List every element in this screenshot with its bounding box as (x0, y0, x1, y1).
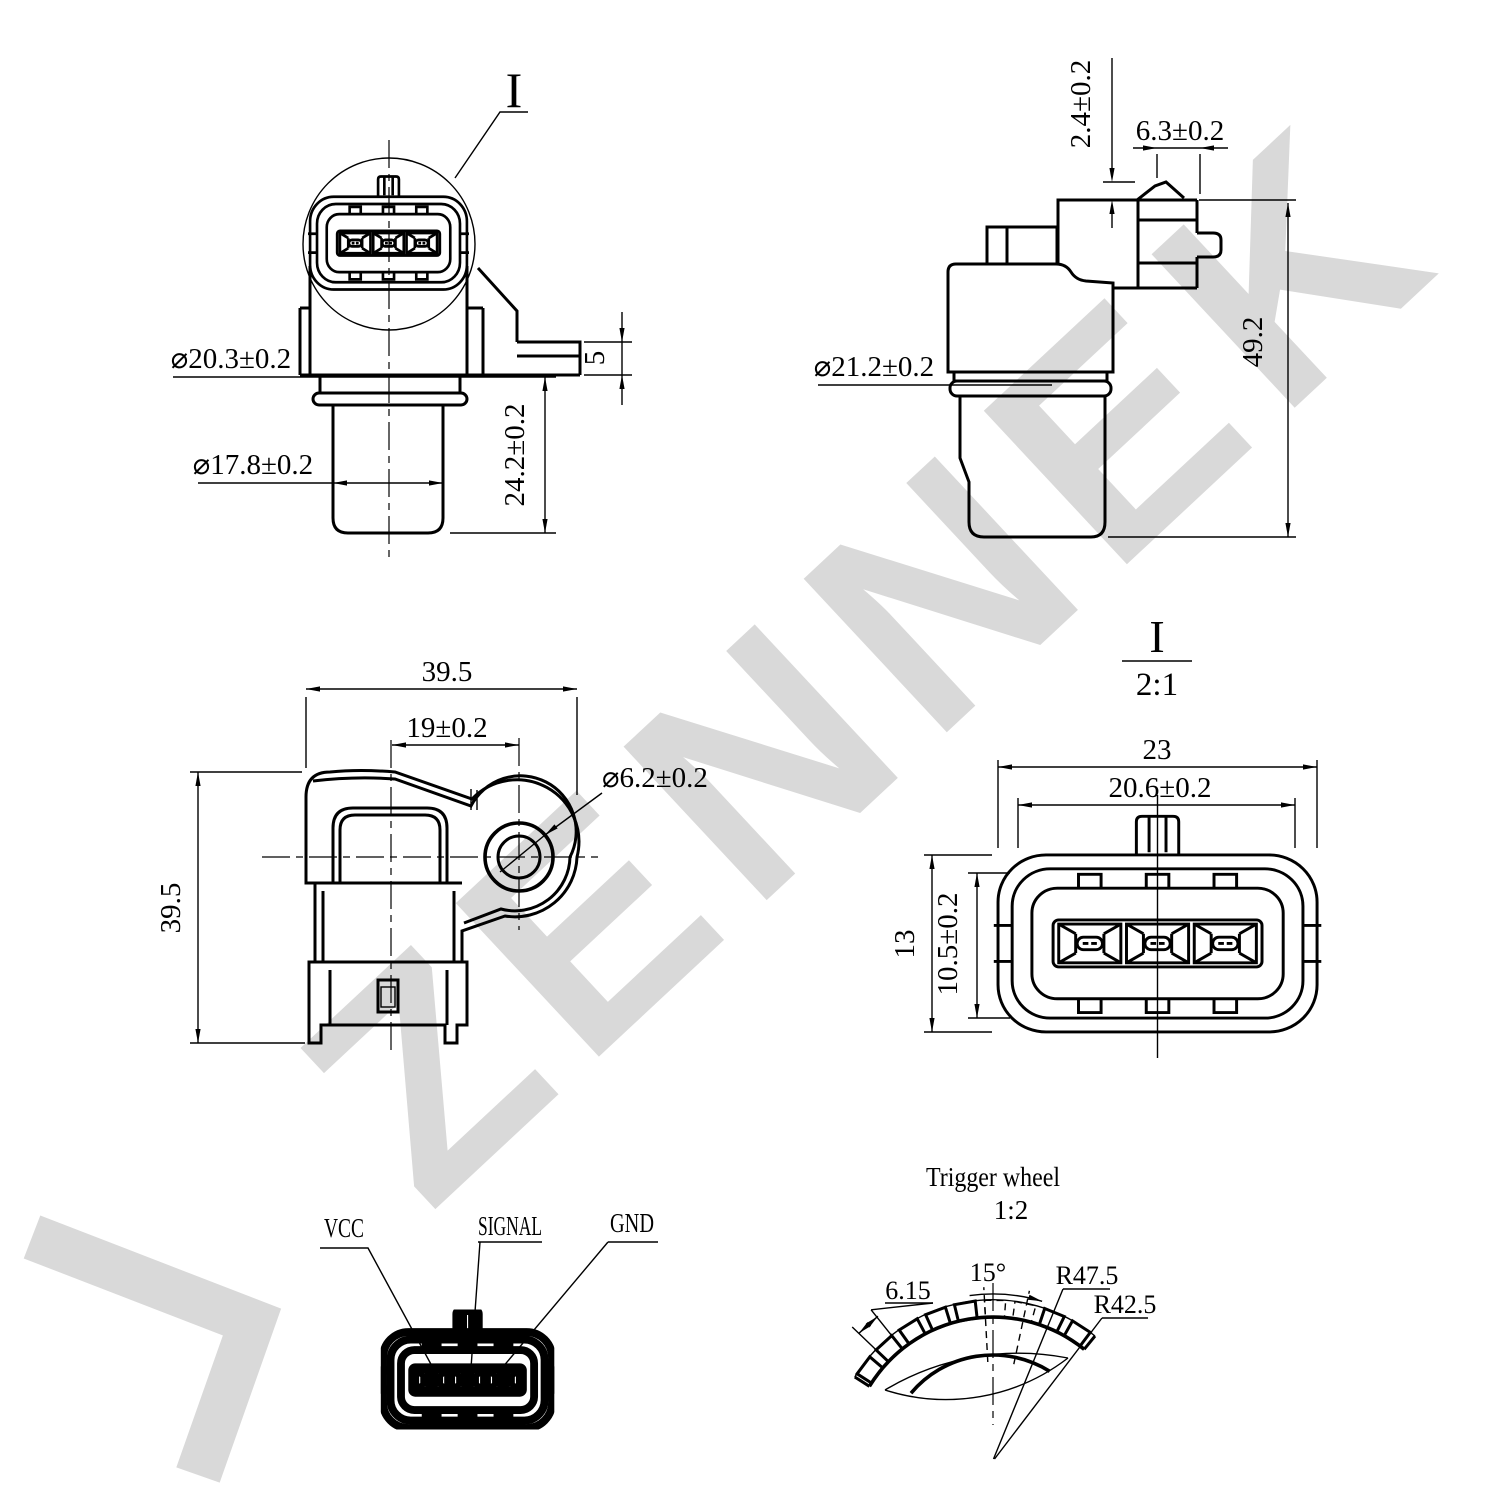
front-detail-marker: I (506, 62, 523, 118)
dim-body-dia: ⌀20.3±0.2 (171, 343, 556, 378)
svg-text:⌀6.2±0.2: ⌀6.2±0.2 (602, 762, 708, 794)
watermark-chevron-icon (23, 1215, 282, 1483)
detail-view: I 2:1 23 20.6±0.2 (889, 611, 1322, 1058)
pin-label-signal: SIGNAL (478, 1211, 542, 1241)
dim-r-outer: R47.5 (992, 1261, 1119, 1460)
svg-text:13: 13 (889, 930, 921, 959)
trigger-teeth (854, 1299, 1093, 1386)
top-view: 39.5 19±0.2 ⌀6.2±0.2 39.5 (155, 656, 708, 1055)
trigger-lens (884, 1352, 1069, 1401)
trigger-arc-ends (853, 1335, 1097, 1388)
dim-depth: 39.5 (155, 771, 305, 1044)
dim-step: 2.4±0.2 (1065, 58, 1135, 228)
detail-label: I (1149, 611, 1164, 662)
trigger-title: Trigger wheel (926, 1162, 1060, 1192)
dim-r-inner: R42.5 (993, 1290, 1157, 1460)
front-view: I ⌀20.3±0.2 ⌀17.8±0.2 24.2±0.2 (171, 62, 632, 560)
side-rear-box (985, 225, 1059, 264)
top-inner-offset (312, 774, 578, 925)
dim-inner-w: 20.6±0.2 (1017, 772, 1296, 848)
pinout-connector-face (380, 1310, 555, 1429)
dim-inner-h: 10.5±0.2 (932, 872, 1010, 1019)
trigger-scale: 1:2 (994, 1195, 1029, 1225)
dim-angle: 15° (969, 1258, 1043, 1302)
svg-text:R42.5: R42.5 (1094, 1290, 1157, 1319)
top-clip-window (376, 978, 400, 1014)
dim-outer-w: 23 (997, 734, 1318, 848)
pin-label-vcc: VCC (324, 1213, 364, 1243)
dim-flange-thk: 5 (579, 312, 632, 405)
dim-height: 49.2 (1108, 199, 1296, 538)
pin-leaders (320, 1241, 658, 1369)
front-oring-band (311, 391, 469, 407)
dim-outer-h: 13 (889, 854, 992, 1033)
side-view: 2.4±0.2 6.3±0.2 ⌀21.2±0.2 49.2 (814, 58, 1296, 539)
dim-width: 39.5 (305, 656, 578, 795)
svg-text:⌀20.3±0.2: ⌀20.3±0.2 (171, 343, 291, 375)
top-neck-lines (470, 789, 478, 810)
svg-text:5: 5 (579, 351, 611, 366)
svg-text:⌀21.2±0.2: ⌀21.2±0.2 (814, 351, 934, 383)
svg-text:10.5±0.2: 10.5±0.2 (932, 893, 964, 996)
svg-text:R47.5: R47.5 (1056, 1261, 1119, 1290)
svg-text:6.15: 6.15 (885, 1276, 931, 1305)
svg-text:19±0.2: 19±0.2 (406, 712, 487, 744)
svg-text:24.2±0.2: 24.2±0.2 (499, 404, 531, 507)
dim-hole-dia: ⌀6.2±0.2 (499, 762, 708, 873)
pin-label-gnd: GND (610, 1208, 654, 1238)
svg-text:39.5: 39.5 (422, 656, 473, 688)
svg-text:6.3±0.2: 6.3±0.2 (1136, 115, 1224, 147)
svg-text:2.4±0.2: 2.4±0.2 (1065, 60, 1097, 148)
dim-barrel-dia: ⌀17.8±0.2 (193, 449, 443, 486)
svg-text:23: 23 (1143, 734, 1172, 766)
svg-text:20.6±0.2: 20.6±0.2 (1109, 772, 1212, 804)
dim-pitch: 6.15 (851, 1276, 934, 1351)
svg-text:15°: 15° (970, 1258, 1006, 1287)
top-shroud (331, 806, 449, 883)
dim-latch: 6.3±0.2 (1133, 115, 1228, 194)
detail-scale: 2:1 (1136, 667, 1178, 703)
dim-barrel-len: 24.2±0.2 (450, 377, 556, 534)
detail-leader (454, 111, 528, 179)
top-wall-lines (321, 891, 456, 1025)
top-section-lines (309, 881, 467, 964)
svg-text:⌀17.8±0.2: ⌀17.8±0.2 (193, 449, 313, 481)
front-body-outline (298, 266, 582, 377)
dim-hole-offset: 19±0.2 (392, 712, 519, 748)
pinout-view: VCC SIGNAL GND (320, 1208, 658, 1429)
side-barrel (958, 394, 1107, 539)
svg-text:39.5: 39.5 (155, 883, 187, 934)
dim-ring-dia: ⌀21.2±0.2 (814, 351, 1052, 386)
trigger-angle-lines (983, 1287, 1031, 1365)
side-oring-band (948, 379, 1113, 398)
trigger-wheel-view: Trigger wheel 1:2 15° (851, 1162, 1157, 1460)
side-connector (1056, 180, 1223, 290)
svg-text:49.2: 49.2 (1237, 317, 1269, 368)
front-barrel (331, 403, 445, 535)
side-body-outline (946, 262, 1115, 374)
front-ring (318, 373, 462, 395)
top-clip-inner (380, 986, 396, 1008)
